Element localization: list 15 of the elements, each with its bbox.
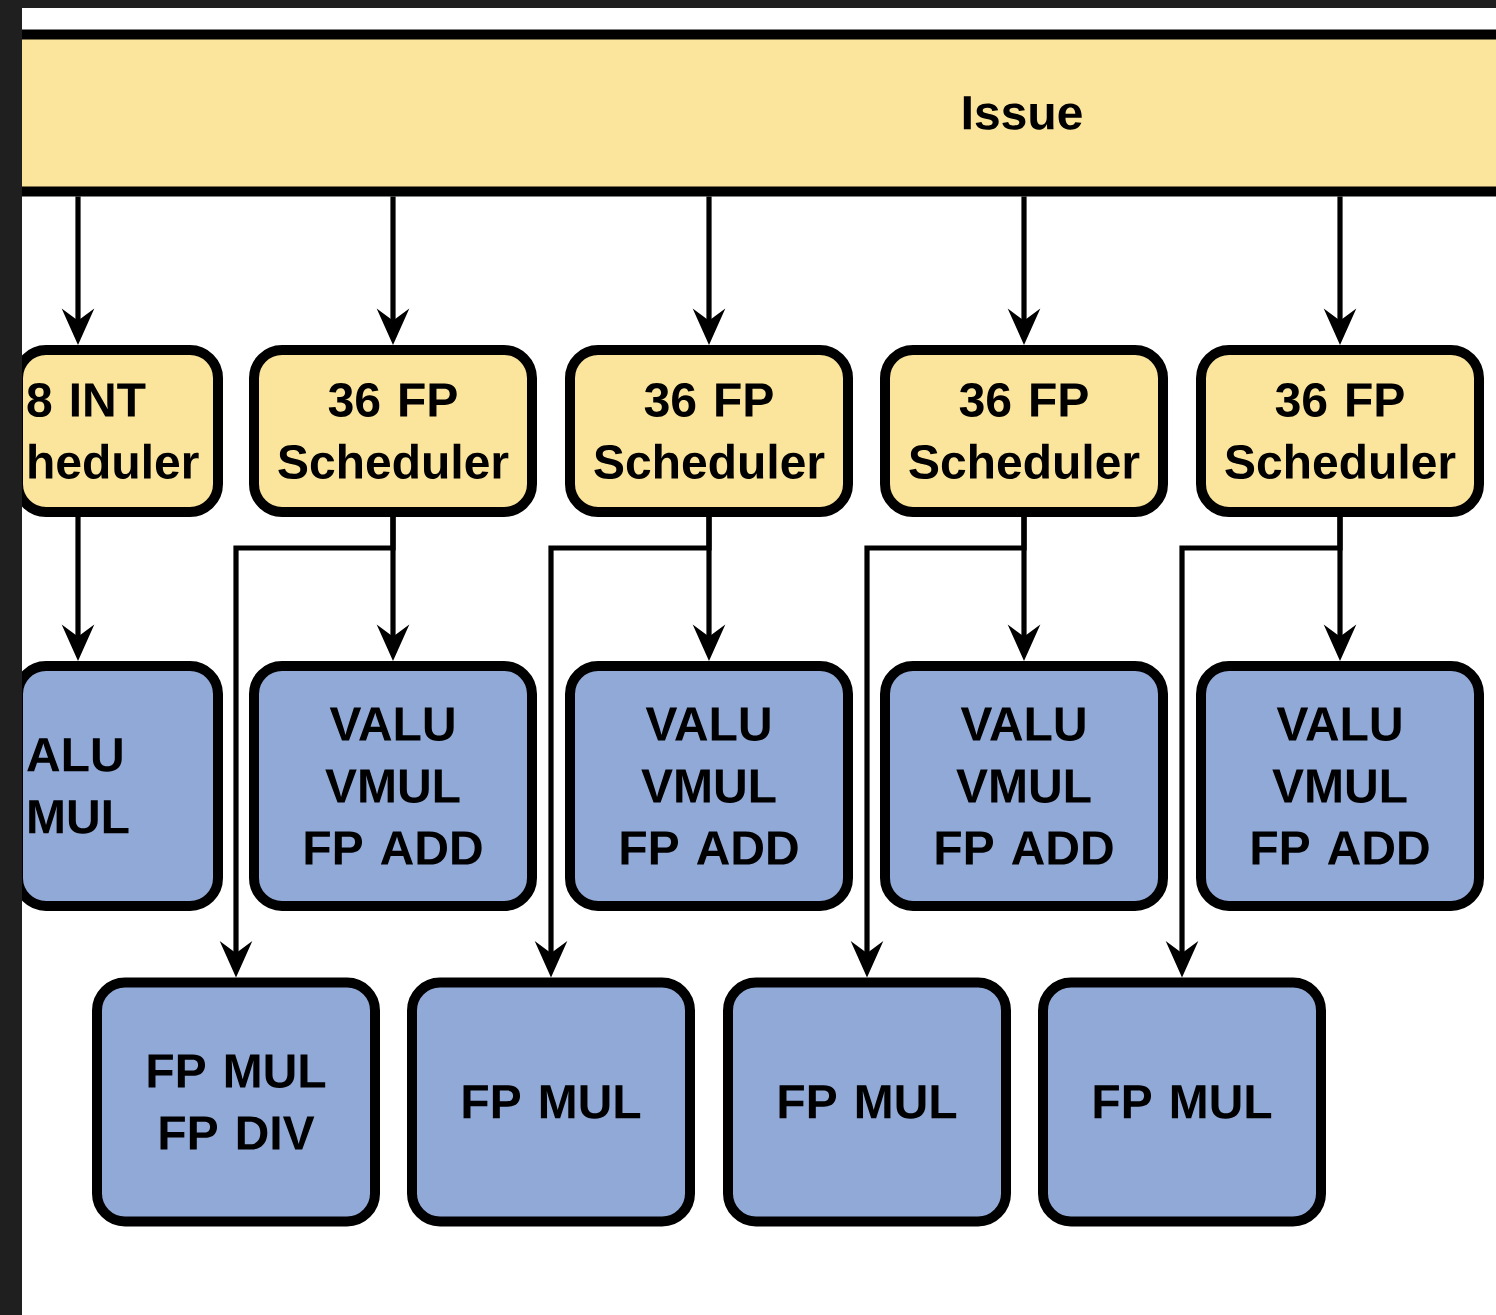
issue-bar: Issue (0, 29, 1496, 197)
scheduler-box: 36 FP Scheduler (880, 345, 1168, 517)
execution-unit-box: FP MUL (1038, 977, 1326, 1227)
scheduler-box: 8 INT heduler (13, 345, 223, 517)
execution-unit-box: FP MUL (407, 977, 695, 1227)
execution-unit-box: VALU VMUL FP ADD (249, 661, 537, 911)
scheduler-box: 36 FP Scheduler (565, 345, 853, 517)
execution-unit-box: VALU VMUL FP ADD (565, 661, 853, 911)
execution-unit-box: FP MUL (723, 977, 1011, 1227)
execution-unit-box: VALU VMUL FP ADD (880, 661, 1168, 911)
execution-unit-box: VALU VMUL FP ADD (1196, 661, 1484, 911)
scheduler-box: 36 FP Scheduler (1196, 345, 1484, 517)
execution-unit-box: ALU MUL (13, 661, 223, 911)
scheduler-box: 36 FP Scheduler (249, 345, 537, 517)
execution-unit-box: FP MUL FP DIV (92, 977, 380, 1227)
